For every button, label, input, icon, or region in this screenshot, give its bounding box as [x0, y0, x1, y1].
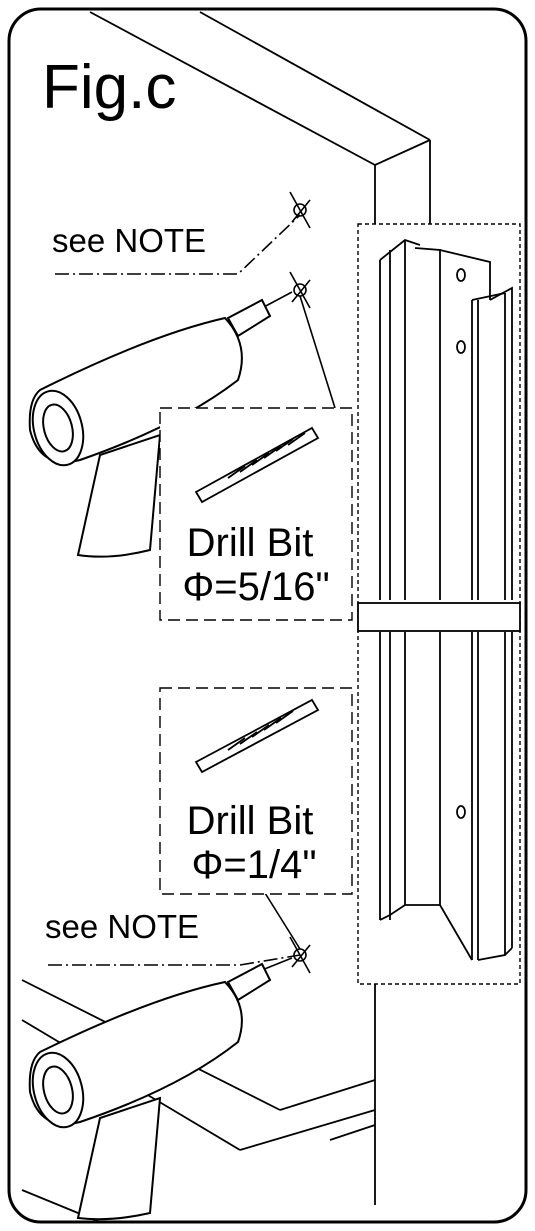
drill-point-upper: [289, 191, 336, 409]
drill-tool-upper: [28, 291, 293, 558]
drill-point-lower: [264, 892, 311, 974]
note-leaders: [48, 214, 301, 966]
note-label-upper: see NOTE: [52, 222, 206, 259]
drill-bit-label-1: Drill Bit: [187, 521, 314, 565]
drill-bit-size-1: Φ=5/16": [182, 565, 329, 609]
drill-tool-lower: [28, 957, 293, 1221]
drill-bit-label-2: Drill Bit: [187, 799, 314, 843]
drill-bit-size-2: Φ=1/4": [191, 843, 316, 887]
drill-bit-box-2: Drill Bit Φ=1/4": [159, 687, 353, 895]
note-label-lower: see NOTE: [45, 908, 199, 945]
rail-detail: [357, 223, 521, 985]
figure-title: Fig.c: [42, 53, 176, 122]
drill-bit-icon: [194, 426, 320, 504]
drill-bit-icon: [194, 698, 320, 774]
drill-bit-box-1: Drill Bit Φ=5/16": [159, 407, 353, 621]
